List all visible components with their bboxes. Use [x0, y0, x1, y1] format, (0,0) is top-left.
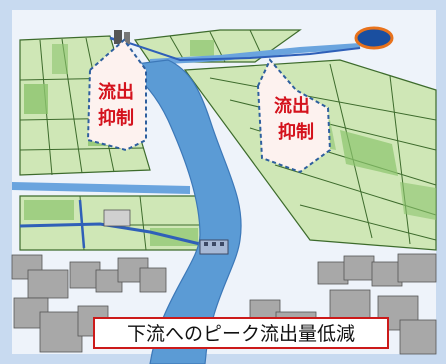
callout-right: 流出 抑制 — [256, 58, 332, 174]
callout-right-line2: 抑制 — [278, 122, 314, 143]
caption-text: 下流へのピーク流出量低減 — [127, 323, 355, 345]
pump-station-icon — [199, 239, 229, 255]
callout-left-line2: 抑制 — [98, 108, 134, 129]
caption-box: 下流へのピーク流出量低減 — [93, 317, 389, 349]
callout-left: 流出 抑制 — [86, 38, 147, 152]
gate-icon — [114, 30, 130, 44]
callout-left-line1: 流出 — [98, 81, 134, 103]
pond-icon — [354, 26, 394, 50]
callout-right-line1: 流出 — [274, 95, 310, 117]
